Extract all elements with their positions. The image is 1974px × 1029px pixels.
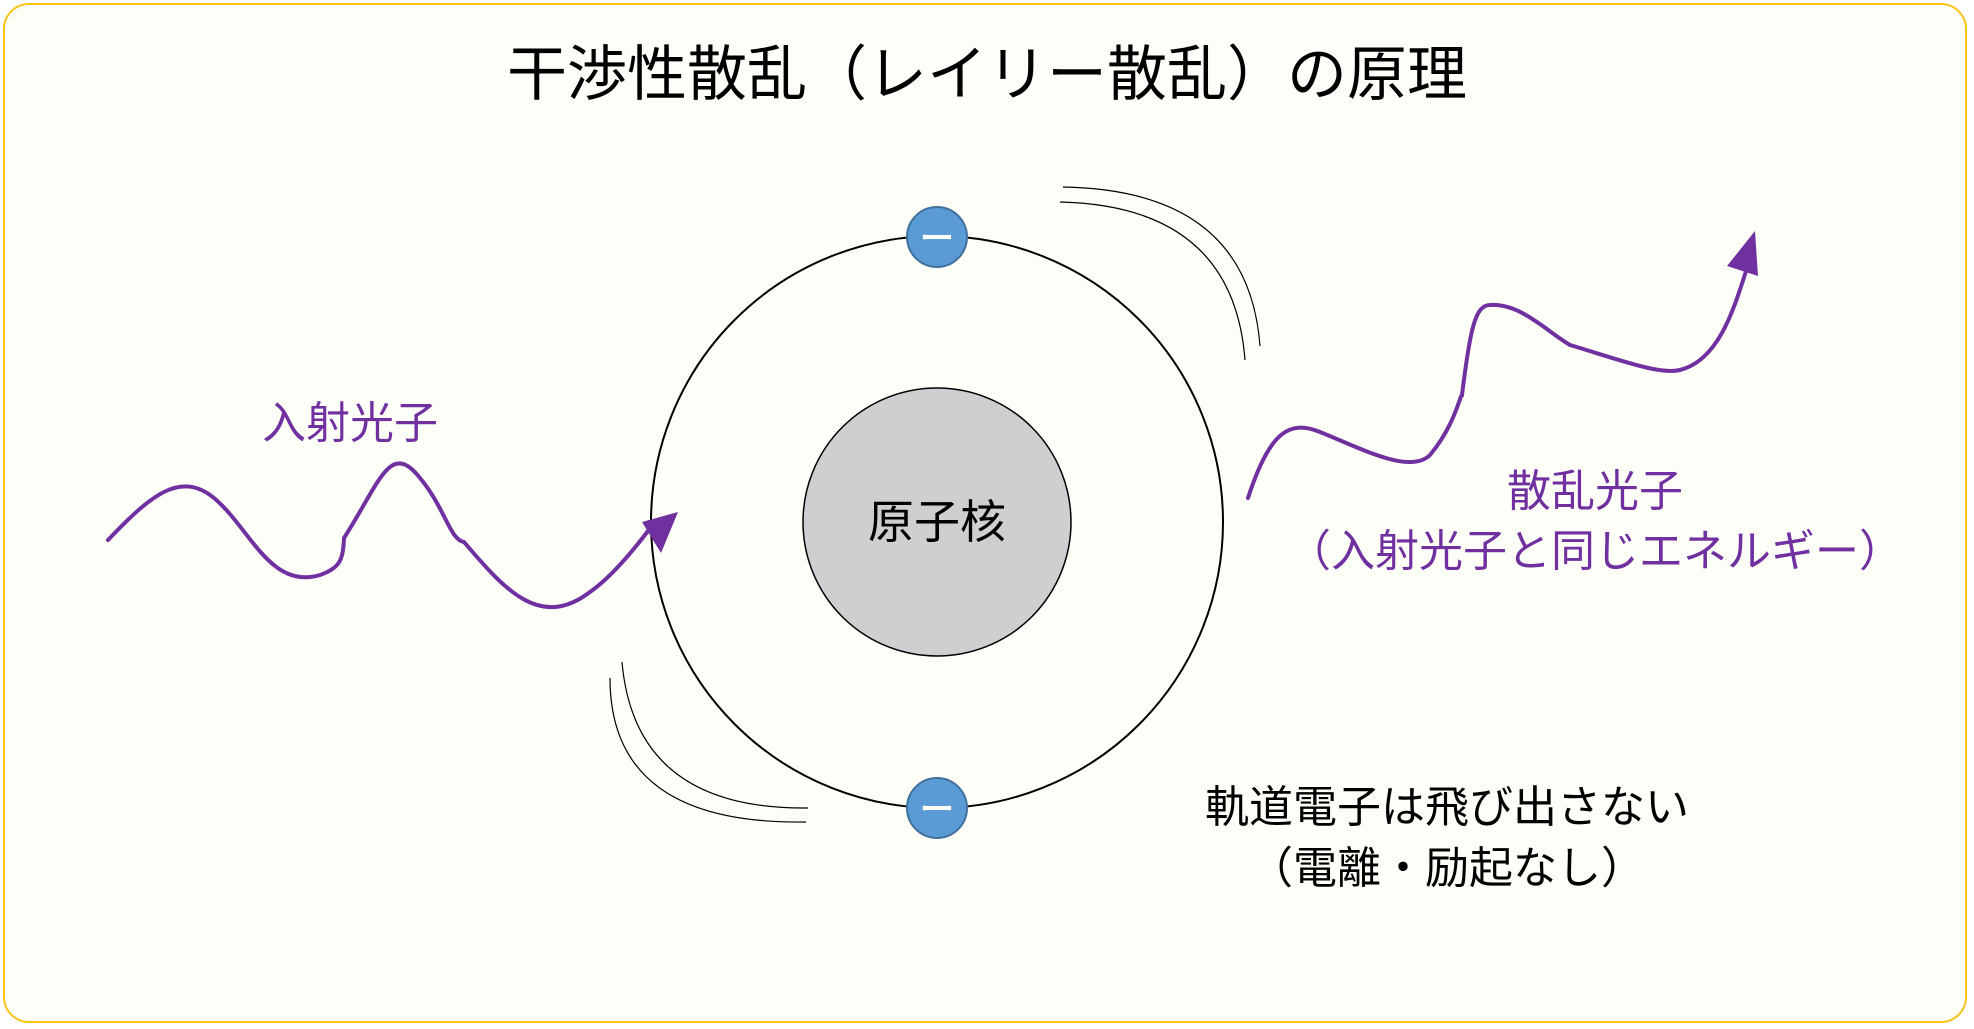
electron-top-circle [906, 206, 968, 268]
scattered-photon-arrowhead [1727, 231, 1758, 276]
diagram-title: 干渉性散乱（レイリー散乱）の原理 [507, 40, 1467, 110]
electron-top: ー [906, 206, 968, 268]
scattered-photon-label-line2: （入射光子と同じエネルギー） [1287, 526, 1903, 577]
electron-bottom-label: ー [920, 790, 954, 830]
motion-arc-bottom-outer [621, 661, 809, 809]
scattered-photon-wave [1246, 266, 1749, 500]
motion-arc-bottom-inner [609, 677, 807, 823]
electron-bottom: ー [906, 777, 968, 839]
nucleus-label: 原子核 [868, 495, 1006, 549]
incident-photon-wave [106, 461, 653, 610]
scattered-photon-label-line1: 散乱光子 [1507, 466, 1683, 517]
note-line2: （電離・励起なし） [1249, 843, 1645, 894]
electron-bottom-circle [906, 777, 968, 839]
nucleus-circle [802, 387, 1072, 657]
incident-photon-arrowhead [642, 512, 678, 553]
electron-top-label: ー [920, 219, 954, 259]
incident-photon-label: 入射光子 [262, 398, 438, 449]
motion-arc-top-inner [1059, 201, 1246, 361]
nucleus: 原子核 [802, 387, 1072, 657]
note-line1: 軌道電子は飛び出さない [1205, 782, 1689, 833]
motion-arc-top-outer [1062, 186, 1261, 347]
